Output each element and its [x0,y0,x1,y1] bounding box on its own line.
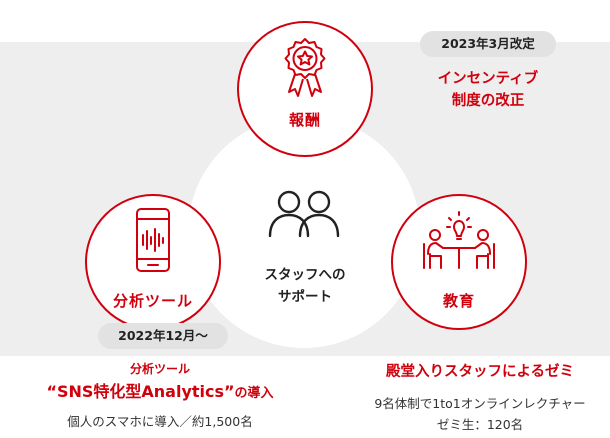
people-icon [268,190,340,238]
tools-date-badge: 2022年12月〜 [98,323,228,349]
reward-title-line2: 制度の改正 [451,93,525,109]
education-label: 教育 [442,292,475,310]
seminar-lightbulb-icon [423,211,495,269]
award-medal-icon [284,38,326,97]
tools-circle: 分析ツール [85,194,221,330]
reward-title: インセンティブ 制度の改正 [418,68,558,112]
education-description-line2: ゼミ生：120名 [436,417,524,432]
center-caption-line1: スタッフへの [264,267,346,283]
education-circle: 教育 [391,194,527,330]
reward-date-badge: 2023年3月改定 [420,31,556,57]
center-caption-line2: サポート [278,289,332,305]
tools-subtitle: 分析ツール [129,362,190,376]
tools-title-suffix: の導入 [234,386,274,401]
reward-label: 報酬 [288,111,321,129]
tools-label: 分析ツール [112,292,193,310]
smartphone-waveform-icon [136,208,170,272]
tools-description: 個人のスマホに導入／約1,500名 [67,414,253,429]
education-title: 殿堂入りスタッフによるゼミ [385,364,575,380]
reward-circle: 報酬 [237,21,373,157]
tools-title: “SNS特化型Analytics”の導入 [10,378,310,402]
center-caption: スタッフへの サポート [250,264,360,308]
reward-title-line1: インセンティブ [437,71,539,87]
education-description-line1: 9名体制で1to1オンラインレクチャー [374,396,586,411]
tools-title-main: “SNS特化型Analytics” [46,382,235,401]
